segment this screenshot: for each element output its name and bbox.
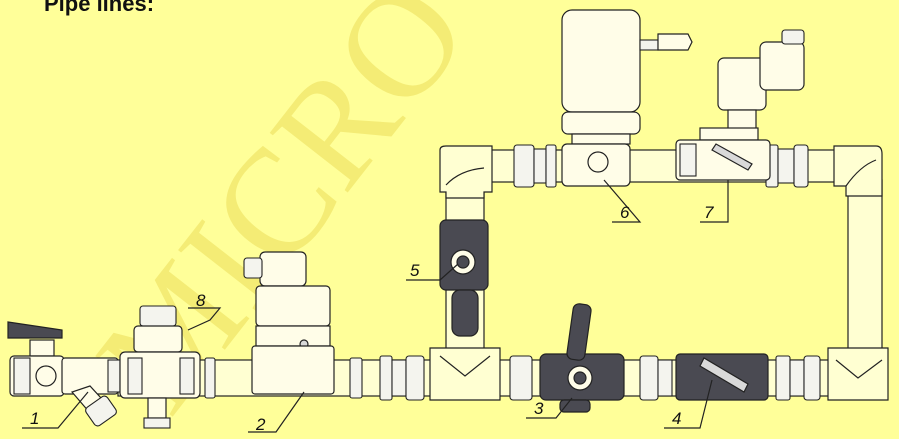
ball-valve-1 [7,321,65,397]
fittings [429,145,889,401]
callout-5: 5 [410,261,420,280]
actuator-valve-6 [561,9,693,187]
check-valve-4 [675,353,769,401]
sensor-2 [243,251,335,395]
callout-7: 7 [704,203,714,222]
pressure-reducer-8 [119,305,201,429]
callout-6: 6 [620,203,630,222]
diagram-heading: Pipe lines: [44,0,155,16]
callout-2: 2 [255,415,266,434]
callout-4: 4 [672,409,681,428]
y-strainer [61,357,121,427]
solenoid-valve-7 [675,29,805,181]
leader-lines [22,179,729,433]
callout-labels: 1 8 2 3 4 5 6 7 [30,203,714,434]
callout-1: 1 [30,409,39,428]
ball-valve-5 [439,219,489,337]
ball-valve-3 [539,303,625,413]
callout-8: 8 [196,291,206,310]
callout-3: 3 [534,399,544,418]
